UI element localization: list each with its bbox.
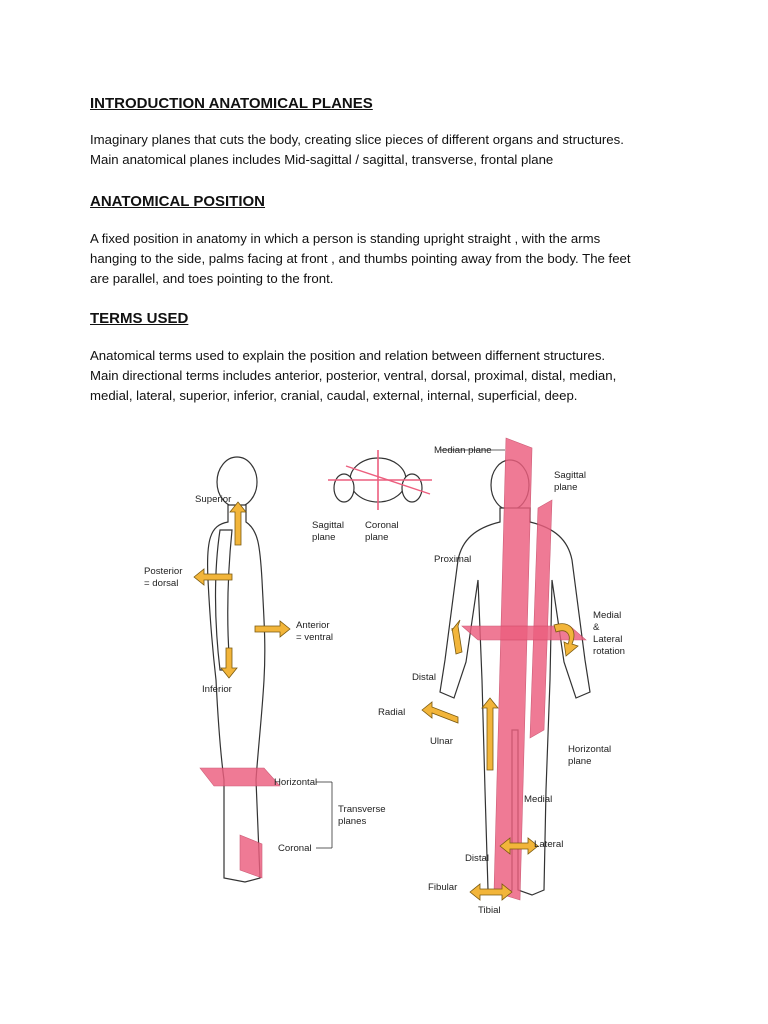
- section-heading-anatomical-planes: INTRODUCTION ANATOMICAL PLANES: [90, 95, 373, 112]
- paragraph-line: are parallel, and toes pointing to the f…: [90, 269, 690, 289]
- label-coronal-head-plane: plane: [365, 532, 388, 543]
- label-lateral: Lateral: [534, 839, 563, 850]
- label-sagittal-plane-2: plane: [554, 482, 577, 493]
- label-medial-rotation-4: rotation: [593, 646, 625, 657]
- label-medial-rotation-1: Medial: [593, 610, 621, 621]
- label-ventral: = ventral: [296, 632, 333, 643]
- paragraph-line: Anatomical terms used to explain the pos…: [90, 346, 690, 366]
- section-heading-terms-used: TERMS USED: [90, 310, 188, 327]
- label-horizontal-plane-2: plane: [568, 756, 591, 767]
- paragraph-terms-used: Anatomical terms used to explain the pos…: [90, 346, 690, 406]
- paragraph-line: medial, lateral, superior, inferior, cra…: [90, 386, 690, 406]
- label-horizontal: Horizontal: [274, 777, 317, 788]
- label-fibular: Fibular: [428, 882, 458, 893]
- label-superior: Superior: [195, 494, 232, 505]
- label-medial: Medial: [524, 794, 552, 805]
- label-proximal: Proximal: [434, 554, 471, 565]
- horizontal-plane-side: [200, 768, 280, 786]
- label-distal-leg: Distal: [465, 853, 489, 864]
- label-anterior: Anterior: [296, 620, 330, 631]
- label-coronal-head: Coronal: [365, 520, 399, 531]
- label-dorsal: = dorsal: [144, 578, 178, 589]
- label-radial: Radial: [378, 707, 405, 718]
- arrow-radial-ulnar: [422, 702, 458, 723]
- label-coronal: Coronal: [278, 843, 312, 854]
- paragraph-line: A fixed position in anatomy in which a p…: [90, 229, 690, 249]
- label-distal-arm: Distal: [412, 672, 436, 683]
- paragraph-line: hanging to the side, palms facing at fro…: [90, 249, 690, 269]
- label-ulnar: Ulnar: [430, 736, 454, 747]
- paragraph-line: Main directional terms includes anterior…: [90, 366, 690, 386]
- paragraph-line: Main anatomical planes includes Mid-sagi…: [90, 150, 690, 170]
- label-transverse: Transverse: [338, 804, 386, 815]
- label-medial-rotation-2: &: [593, 622, 600, 633]
- label-medial-rotation-3: Lateral: [593, 634, 622, 645]
- head-top-view: [328, 450, 432, 510]
- label-posterior: Posterior: [144, 566, 183, 577]
- label-sagittal-head: Sagittal: [312, 520, 344, 531]
- anatomical-terms-figure: Superior Posterior = dorsal Anterior = v…: [140, 430, 640, 920]
- label-median-plane: Median plane: [434, 445, 492, 456]
- label-planes: planes: [338, 816, 366, 827]
- paragraph-anatomical-planes: Imaginary planes that cuts the body, cre…: [90, 130, 690, 170]
- paragraph-line: Imaginary planes that cuts the body, cre…: [90, 130, 690, 150]
- section-heading-anatomical-position: ANATOMICAL POSITION: [90, 193, 265, 210]
- label-inferior: Inferior: [202, 684, 233, 695]
- paragraph-anatomical-position: A fixed position in anatomy in which a p…: [90, 229, 690, 289]
- label-sagittal-head-plane: plane: [312, 532, 335, 543]
- label-tibial: Tibial: [478, 905, 501, 916]
- label-sagittal-plane: Sagittal: [554, 470, 586, 481]
- label-horizontal-plane: Horizontal: [568, 744, 611, 755]
